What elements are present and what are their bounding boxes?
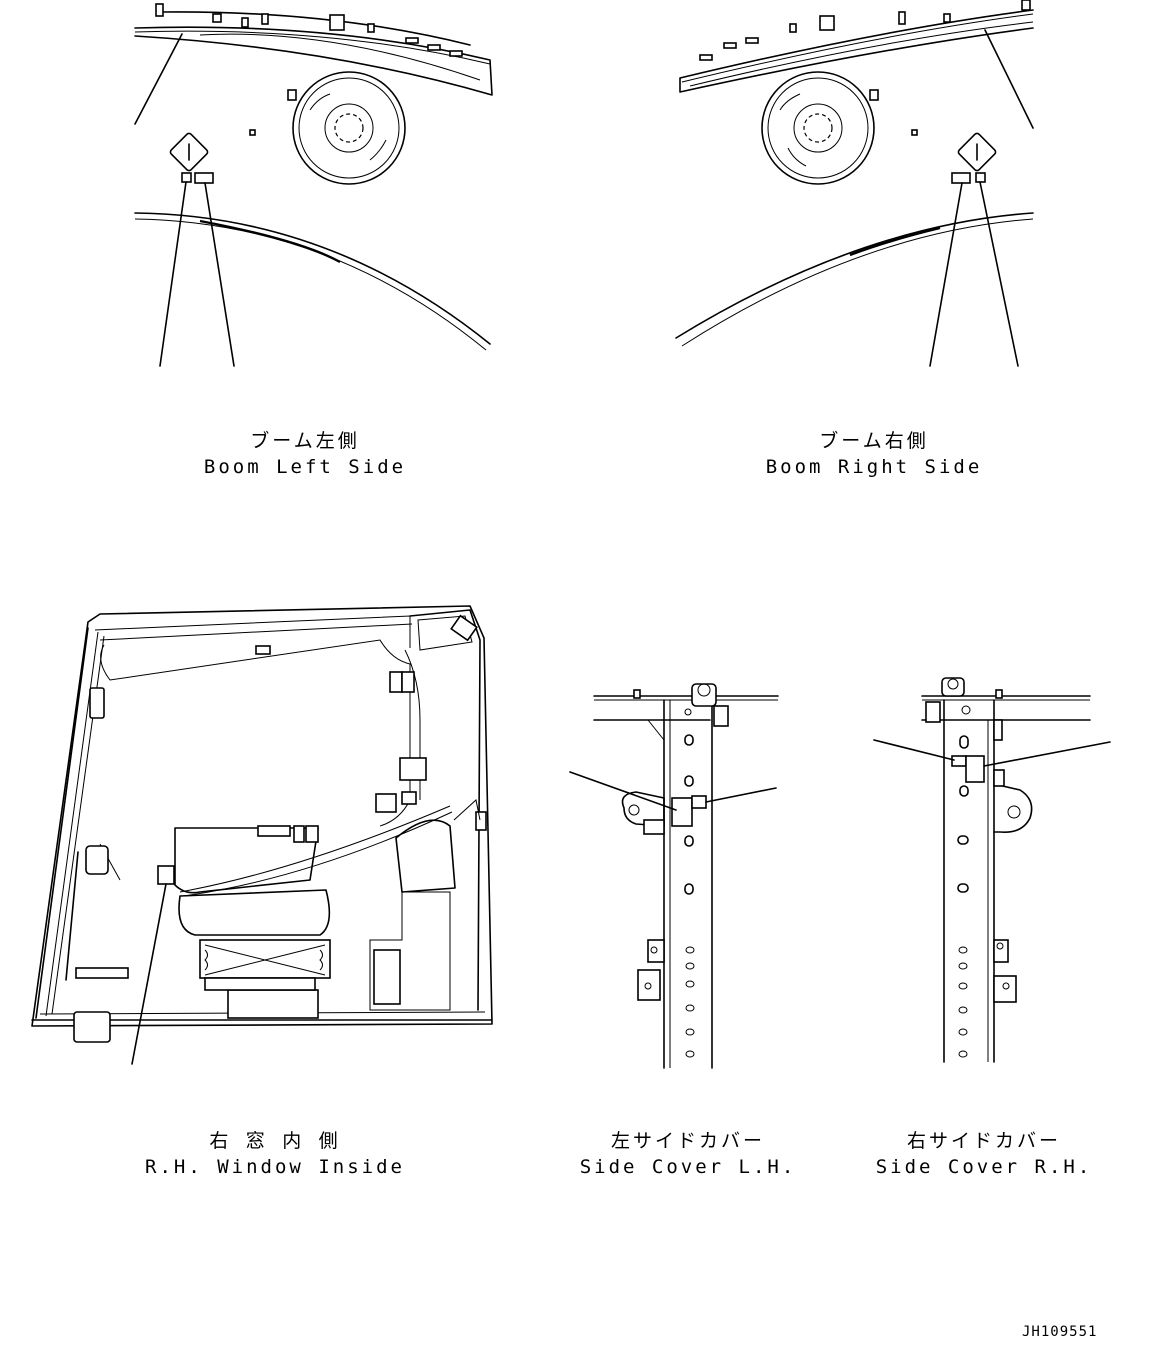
boom-left-side-view xyxy=(134,3,493,367)
caption-en: Side Cover R.H. xyxy=(875,1156,1093,1178)
caption-boom-right: ブーム右側 Boom Right Side xyxy=(754,428,994,480)
caption-jp: 右 窓 内 側 xyxy=(209,1130,341,1152)
caption-side-cover-rh: 右サイドカバー Side Cover R.H. xyxy=(874,1128,1094,1180)
caption-side-cover-lh: 左サイドカバー Side Cover L.H. xyxy=(578,1128,798,1180)
boom-right-side-view xyxy=(675,0,1034,367)
caption-jp: 左サイドカバー xyxy=(610,1130,765,1152)
side-cover-rh-view xyxy=(873,677,1111,1063)
caption-jp: ブーム左側 xyxy=(250,430,360,452)
caption-en: Boom Left Side xyxy=(203,456,407,478)
drawing-code: JH109551 xyxy=(1022,1324,1098,1340)
caption-rh-window: 右 窓 内 側 R.H. Window Inside xyxy=(140,1128,410,1180)
caption-en: Boom Right Side xyxy=(765,456,983,478)
caption-en: Side Cover L.H. xyxy=(579,1156,797,1178)
rh-window-inside-view xyxy=(31,605,493,1065)
caption-jp: ブーム右側 xyxy=(819,430,929,452)
caption-en: R.H. Window Inside xyxy=(145,1156,405,1178)
side-cover-lh-view xyxy=(569,683,779,1069)
caption-boom-left: ブーム左側 Boom Left Side xyxy=(190,428,420,480)
caption-jp: 右サイドカバー xyxy=(906,1130,1061,1152)
